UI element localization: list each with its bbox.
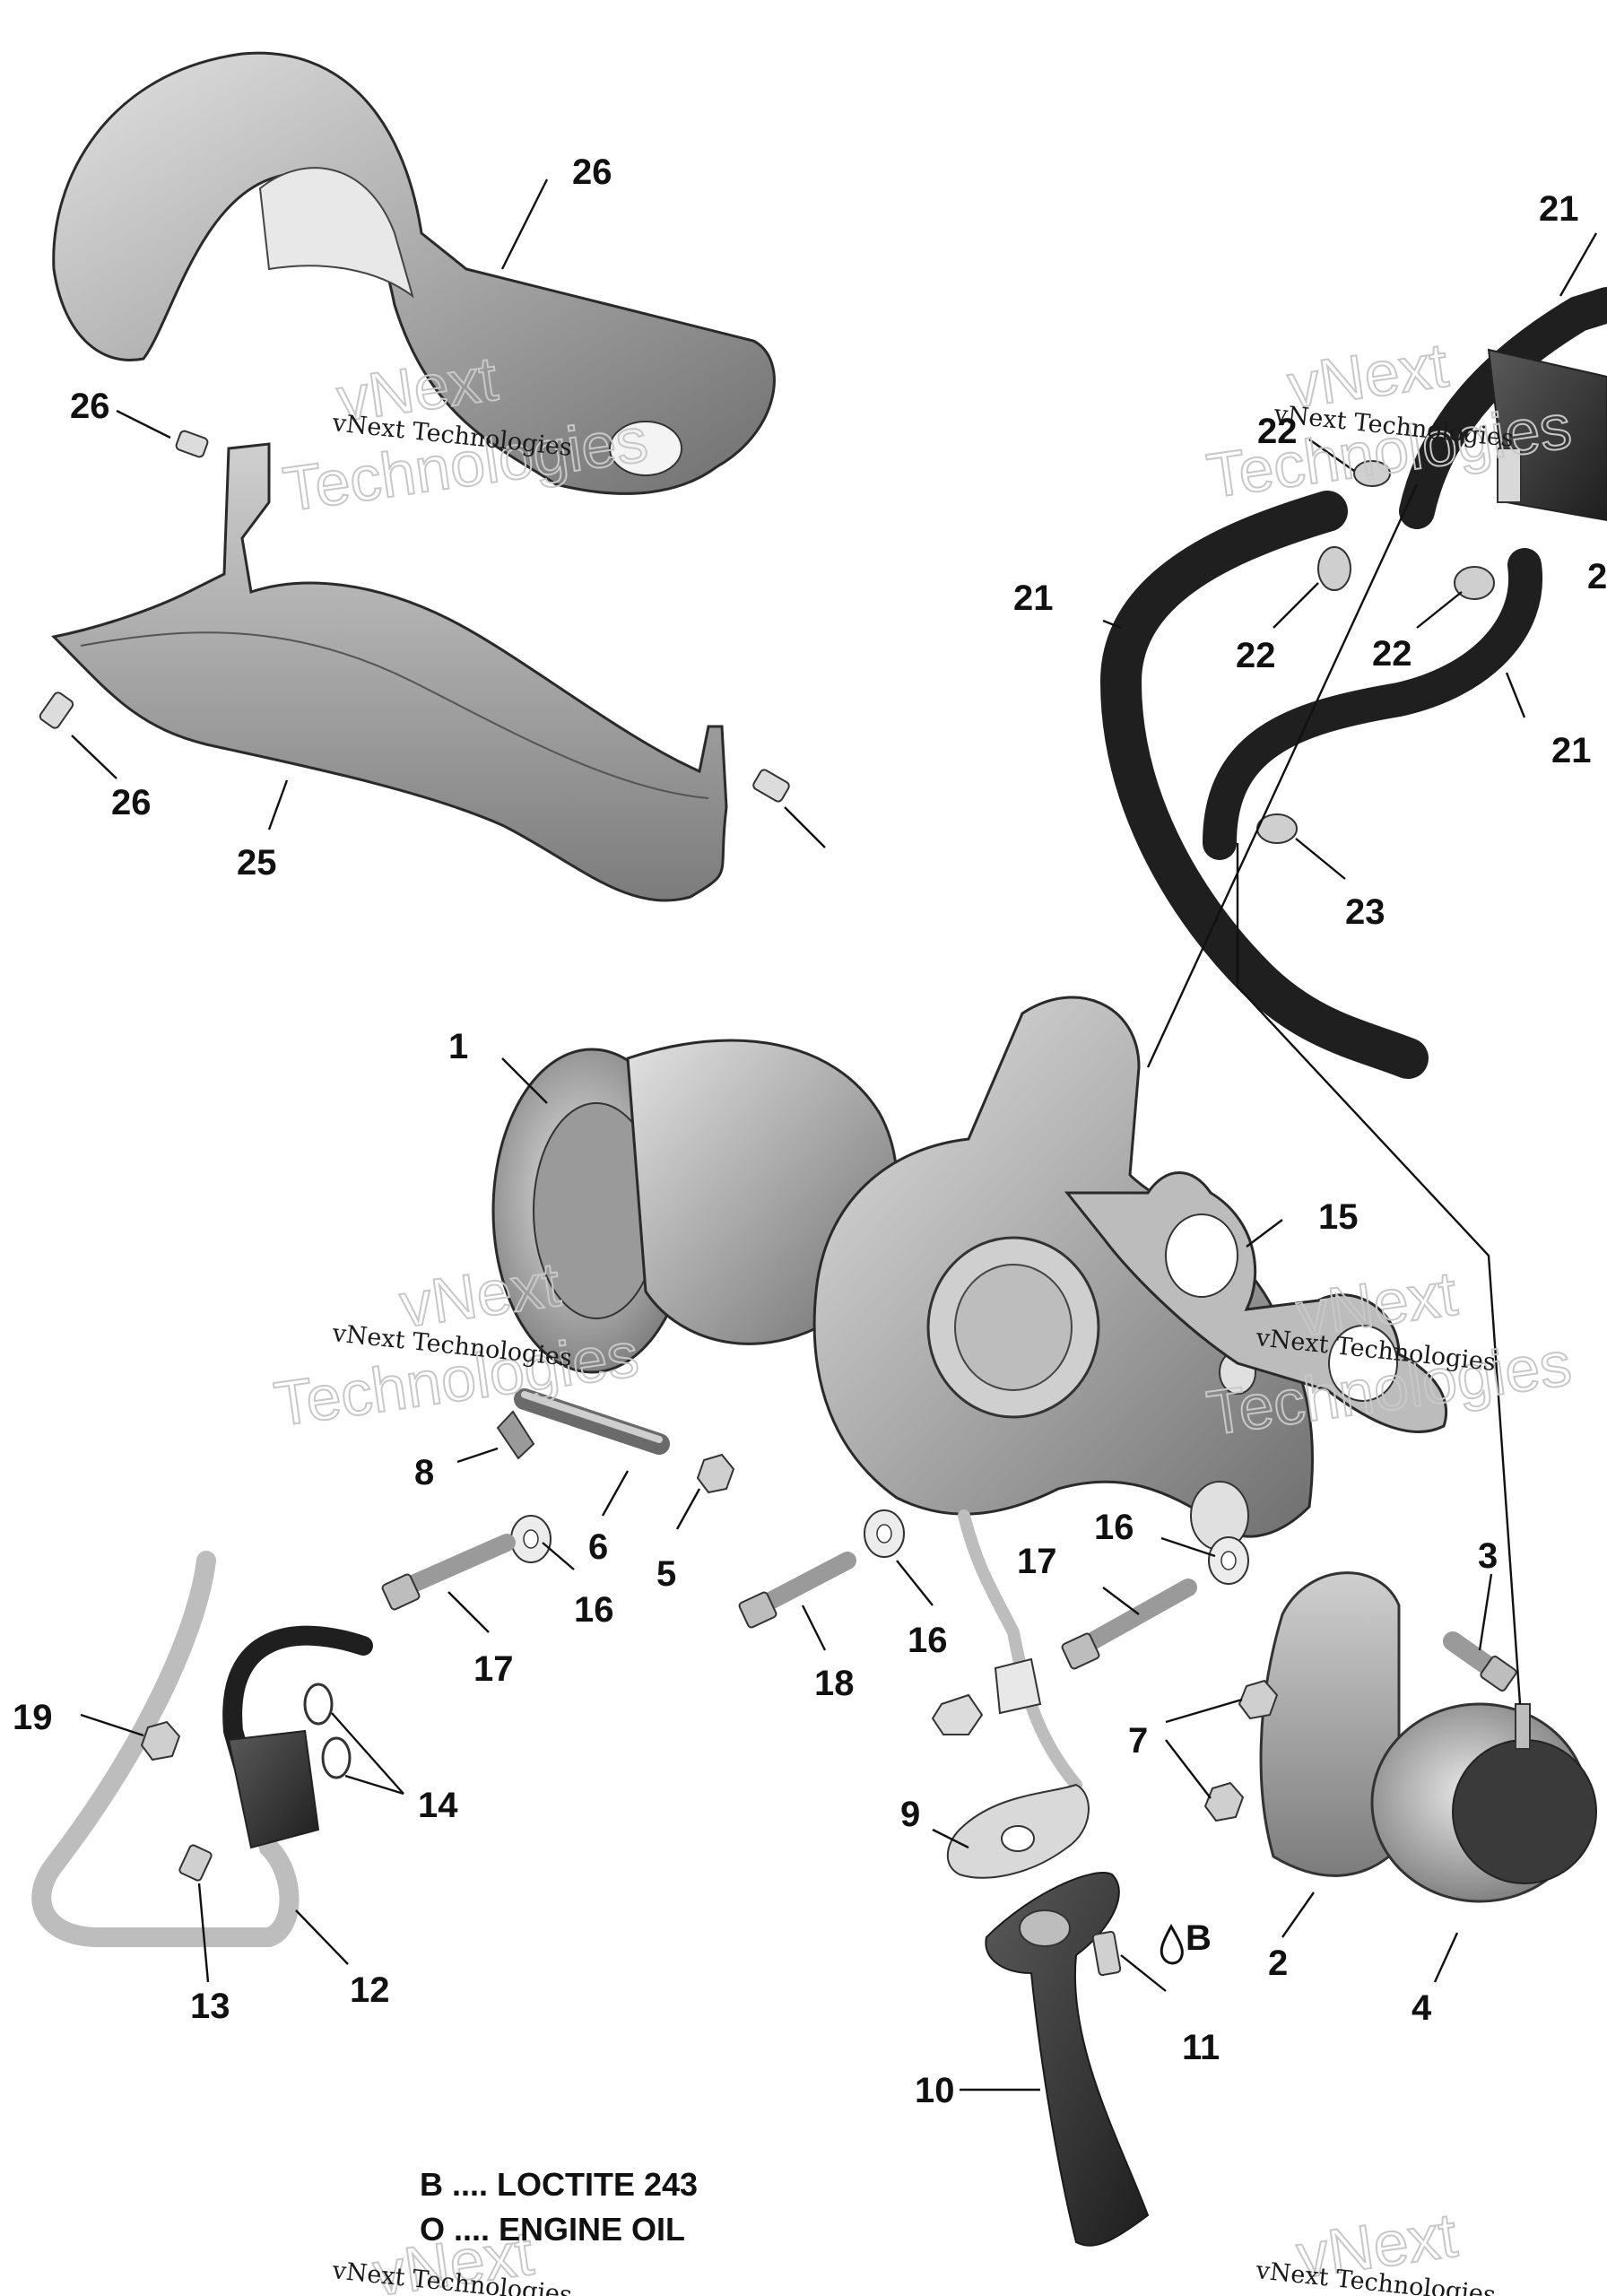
bolt-26-b: [39, 691, 74, 729]
turbocharger: [491, 996, 1315, 1551]
legend-engine-oil: O .... ENGINE OIL: [420, 2211, 685, 2248]
washer-16-b: [864, 1509, 905, 1558]
callout-17-b: 17: [1017, 1542, 1057, 1581]
washer-16-a: [510, 1515, 552, 1563]
callout-17-a: 17: [473, 1649, 514, 1689]
callout-18: 18: [814, 1664, 855, 1703]
hose-21-top: [1399, 287, 1607, 529]
callout-7: 7: [1128, 1721, 1148, 1761]
callout-21-right: 21: [1551, 731, 1592, 770]
callout-8: 8: [414, 1453, 434, 1492]
bracket-right-top: [1487, 348, 1607, 522]
callout-26-a: 26: [70, 387, 110, 426]
callout-23: 23: [1345, 892, 1385, 932]
o-ring-13-b: [321, 1736, 352, 1779]
clamp-22-b: [1454, 566, 1495, 600]
clamp-22-a: [1317, 546, 1351, 591]
pin-6: [514, 1388, 670, 1455]
callout-10: 10: [915, 2071, 955, 2110]
heat-shield-upper: [52, 51, 776, 495]
callout-16-a: 16: [574, 1590, 614, 1630]
leader-lines: [71, 178, 1598, 2092]
legend: B .... LOCTITE 243 O .... ENGINE OIL: [420, 2166, 698, 2248]
callout-1: 1: [448, 1027, 468, 1066]
callout-22-mid: 22: [1372, 634, 1412, 674]
loctite-drop-icon: [1160, 1923, 1184, 1965]
callout-26-b: 26: [111, 783, 152, 822]
bolt-3: [1443, 1631, 1517, 1692]
callout-3: 3: [1478, 1536, 1498, 1576]
callout-2-right-edge: 2: [1587, 557, 1607, 596]
callout-2: 2: [1268, 1944, 1288, 1983]
callout-21-top: 21: [1539, 189, 1579, 229]
bolt-26-a: [175, 430, 209, 458]
nut-7-b: [1203, 1781, 1245, 1822]
actuator-bracket-2: [1259, 1571, 1401, 1877]
clip-8: [496, 1410, 535, 1460]
callout-4: 4: [1412, 1988, 1432, 2028]
nut-19: [140, 1720, 181, 1761]
oil-feed-line: [931, 1509, 1082, 1791]
callouts: 26 26 26 25 21 22 2 21 22 22 21 23 1 15 …: [13, 152, 1607, 2110]
nut-5: [696, 1453, 735, 1494]
legend-loctite: B .... LOCTITE 243: [420, 2166, 698, 2203]
hose-21-large: [1099, 491, 1429, 1079]
hose-21-small: [1203, 548, 1543, 860]
heat-shield-lower: [50, 442, 728, 902]
callout-5: 5: [656, 1554, 676, 1594]
callout-25: 25: [237, 843, 277, 883]
o-ring-13-a: [303, 1683, 334, 1726]
callout-16-b: 16: [908, 1621, 948, 1660]
bolt-14: [178, 1844, 213, 1882]
callout-24: 26: [572, 152, 612, 192]
washer-16-c: [1208, 1536, 1249, 1585]
callout-16-c: 16: [1094, 1508, 1134, 1547]
wastegate-actuator-4: [1370, 1702, 1597, 1903]
callout-19: 19: [13, 1698, 53, 1737]
callout-6: 6: [588, 1527, 608, 1567]
callout-9: 9: [900, 1795, 920, 1834]
oil-drain-tube-10: [985, 1872, 1150, 2247]
callout-15: 15: [1318, 1197, 1359, 1237]
bolt-17-a: [381, 1534, 516, 1611]
callout-b: B: [1186, 1918, 1212, 1958]
manifold-gasket: [1064, 1171, 1448, 1433]
oil-line-12: [31, 1551, 373, 1947]
callout-14: 13: [190, 1987, 230, 2026]
bolt-17-b: [1061, 1578, 1197, 1670]
bolt-11: [1091, 1930, 1122, 1977]
callout-22-top: 22: [1257, 412, 1298, 451]
bolt-26-c: [752, 769, 790, 803]
callout-11: 11: [1182, 2028, 1220, 2067]
clamp-22-c: [1353, 460, 1391, 487]
bolt-18: [738, 1552, 856, 1629]
gasket-9: [946, 1783, 1090, 1879]
nut-7-a: [1238, 1679, 1279, 1720]
callout-12: 12: [350, 1970, 390, 2010]
callout-22-left: 22: [1236, 636, 1276, 675]
callout-21-left: 21: [1013, 578, 1054, 618]
callout-13: 14: [418, 1786, 458, 1825]
